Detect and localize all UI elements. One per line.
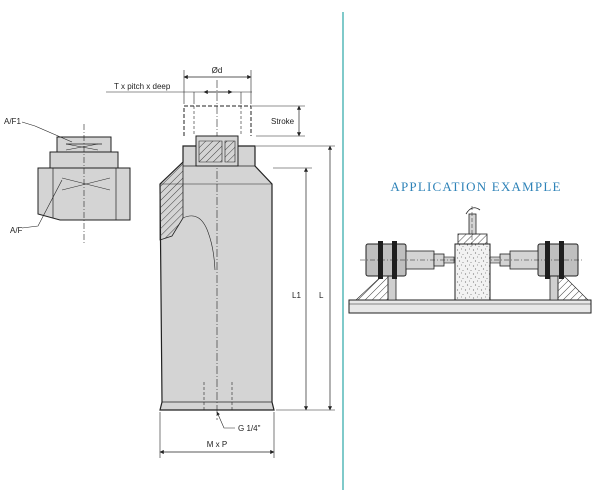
diameter-label: Ød — [212, 66, 223, 75]
stroke-label: Stroke — [271, 117, 295, 126]
mxp-label: M x P — [207, 440, 227, 449]
cylinder-body — [159, 80, 275, 420]
thread-label: T x pitch x deep — [114, 82, 171, 91]
application-title: APPLICATION EXAMPLE — [390, 179, 561, 194]
nut-detail — [21, 121, 131, 244]
l1-label: L1 — [292, 291, 301, 300]
af-label: A/F — [10, 226, 23, 235]
application-illustration — [348, 206, 592, 314]
l-label: L — [319, 291, 324, 300]
port-label: G 1/4" — [238, 424, 261, 433]
dimension-lines — [106, 70, 335, 458]
af1-label: A/F1 — [4, 117, 21, 126]
